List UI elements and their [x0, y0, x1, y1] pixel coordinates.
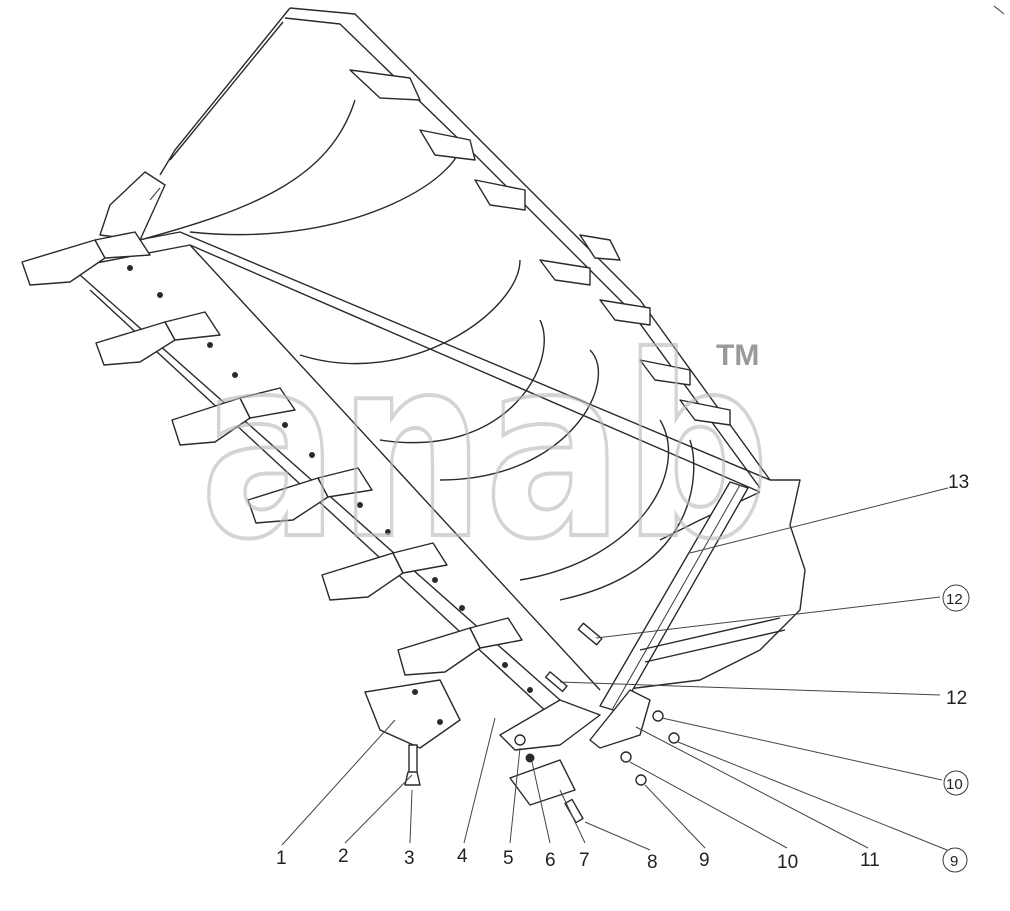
callout-7: 7: [579, 850, 590, 871]
svg-text:10: 10: [946, 776, 963, 793]
corner-mark: [993, 5, 1005, 15]
callout-12-circled: 12: [942, 584, 970, 612]
tooth-adapters: [21, 231, 533, 693]
callout-6: 6: [545, 850, 556, 871]
watermark: anab TM: [198, 301, 772, 596]
callout-9: 9: [699, 850, 710, 871]
svg-text:9: 9: [950, 853, 958, 870]
callouts: 1 2 3 4 5 6 7 8 9 10 11 9 10 12 12 13: [276, 472, 970, 873]
callout-2: 2: [338, 846, 349, 867]
callout-10: 10: [777, 852, 798, 873]
callout-13: 13: [948, 472, 969, 493]
watermark-logo: anab: [200, 303, 770, 594]
callout-1: 1: [276, 848, 287, 869]
leader-lines: [281, 487, 949, 851]
svg-text:12: 12: [946, 591, 963, 608]
callout-3: 3: [404, 848, 415, 869]
callout-9-circled: 9: [942, 847, 968, 873]
callout-8: 8: [647, 852, 658, 873]
callout-5: 5: [503, 848, 514, 869]
loose-parts: [364, 622, 680, 824]
callout-10-circled: 10: [943, 770, 969, 796]
callout-4: 4: [457, 846, 468, 867]
watermark-trademark: TM: [716, 339, 759, 372]
callout-11: 11: [860, 850, 880, 871]
callout-12: 12: [946, 688, 967, 709]
